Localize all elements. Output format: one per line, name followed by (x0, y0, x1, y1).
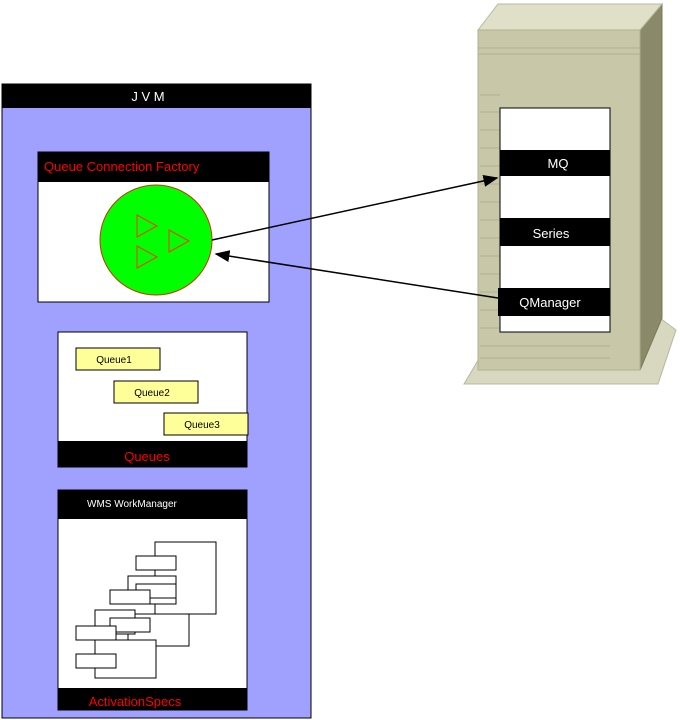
component-box (75, 625, 117, 641)
component-box (75, 653, 117, 669)
server-tower: MQ Series QManager (463, 2, 677, 385)
jvm-title-bar (2, 84, 311, 108)
connection-factory-circle (99, 184, 213, 296)
arrow-from-qmanager (214, 250, 499, 299)
server-label-bar-qmanager (498, 288, 610, 316)
activation-specs-title: ActivationSpecs (89, 694, 182, 709)
arrow-to-mq (211, 175, 499, 241)
queues-panel: Queue1 Queue2 Queue3 Queues (57, 331, 249, 468)
queue-item-box (113, 380, 199, 404)
server-label-series: Series (533, 226, 570, 241)
triangle-icon (136, 245, 159, 269)
triangle-icon (136, 214, 159, 238)
server-top-panel (476, 3, 664, 31)
queues-title-bar (58, 441, 247, 467)
queue-item-box (163, 412, 249, 436)
queue-item-label: Queue2 (134, 388, 170, 399)
component-box (135, 555, 177, 571)
connection-factory-title: Queue Connection Factory (44, 159, 200, 174)
server-label-mq: MQ (548, 156, 569, 171)
triangle-icon (168, 229, 191, 253)
server-label-bar-series (500, 218, 610, 246)
server-front-details (478, 47, 640, 359)
queues-title: Queues (124, 449, 170, 464)
connection-arrows (211, 175, 499, 299)
queue-item-box (75, 347, 161, 371)
work-manager-title-bar (58, 490, 247, 519)
server-label-qmanager: QManager (519, 295, 581, 310)
activation-specs-bar (58, 688, 247, 710)
work-manager-panel: WMS WorkManager ActivationSpecs (57, 489, 248, 711)
queue-connection-factory: Queue Connection Factory (37, 151, 270, 303)
component-box (109, 617, 151, 633)
work-manager-title: WMS WorkManager (87, 499, 178, 510)
component-box (109, 589, 151, 605)
server-side-panel (639, 2, 663, 371)
server-label-bar-mq (500, 150, 610, 176)
work-manager-components (75, 541, 217, 679)
jvm-title: J V M (131, 89, 164, 104)
queue-item-label: Queue3 (184, 420, 220, 431)
queue-item-label: Queue1 (96, 355, 132, 366)
connection-factory-title-bar (38, 152, 269, 182)
